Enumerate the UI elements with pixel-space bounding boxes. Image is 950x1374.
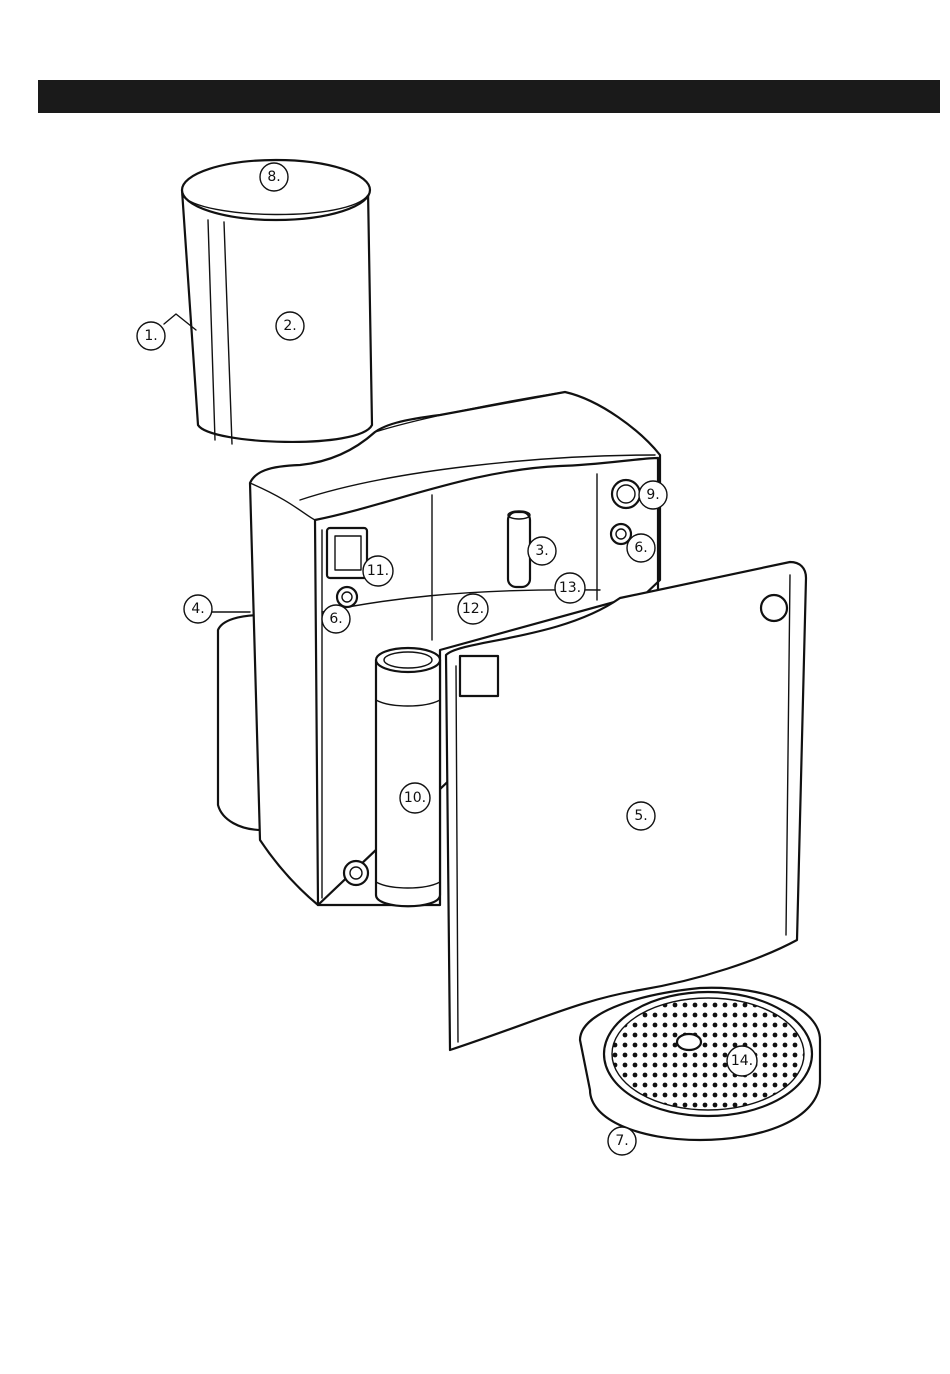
dispensing-nozzle bbox=[508, 511, 530, 587]
callout-4-label: 4. bbox=[191, 601, 204, 617]
callout-5-label: 5. bbox=[634, 808, 647, 824]
valve-left bbox=[337, 587, 357, 607]
callout-13-label: 13. bbox=[559, 580, 581, 596]
filter-cartridge bbox=[376, 648, 440, 906]
callout-6-right: 6. bbox=[627, 534, 655, 562]
valve-right bbox=[611, 524, 631, 544]
bottom-connector bbox=[344, 861, 368, 885]
callout-14: 14. bbox=[727, 1046, 757, 1076]
callout-2: 2. bbox=[276, 312, 304, 340]
bean-hopper bbox=[182, 160, 372, 444]
callout-11: 11. bbox=[363, 556, 393, 586]
callout-6-right-label: 6. bbox=[634, 540, 647, 556]
callout-12-label: 12. bbox=[462, 601, 484, 617]
callout-11-label: 11. bbox=[367, 563, 389, 579]
callout-6-left: 6. bbox=[322, 605, 350, 633]
callout-4: 4. bbox=[184, 595, 212, 623]
callout-10: 10. bbox=[400, 783, 430, 813]
callout-7: 7. bbox=[608, 1127, 636, 1155]
callout-8-label: 8. bbox=[267, 169, 280, 185]
knob-top bbox=[612, 480, 640, 508]
callout-12: 12. bbox=[458, 594, 488, 624]
callout-6-left-label: 6. bbox=[329, 611, 342, 627]
callout-2-label: 2. bbox=[283, 318, 296, 334]
callout-5: 5. bbox=[627, 802, 655, 830]
callout-14-label: 14. bbox=[731, 1053, 753, 1069]
callout-13: 13. bbox=[555, 573, 585, 603]
control-panel-square bbox=[327, 528, 367, 578]
callout-9: 9. bbox=[639, 481, 667, 509]
callout-3-label: 3. bbox=[535, 543, 548, 559]
callout-9-label: 9. bbox=[646, 487, 659, 503]
callout-1-label: 1. bbox=[144, 328, 157, 344]
callout-8: 8. bbox=[260, 163, 288, 191]
callout-10-label: 10. bbox=[404, 790, 426, 806]
callout-7-label: 7. bbox=[615, 1133, 628, 1149]
callout-3: 3. bbox=[528, 537, 556, 565]
callout-1: 1. bbox=[137, 322, 165, 350]
drip-tray bbox=[580, 988, 820, 1140]
